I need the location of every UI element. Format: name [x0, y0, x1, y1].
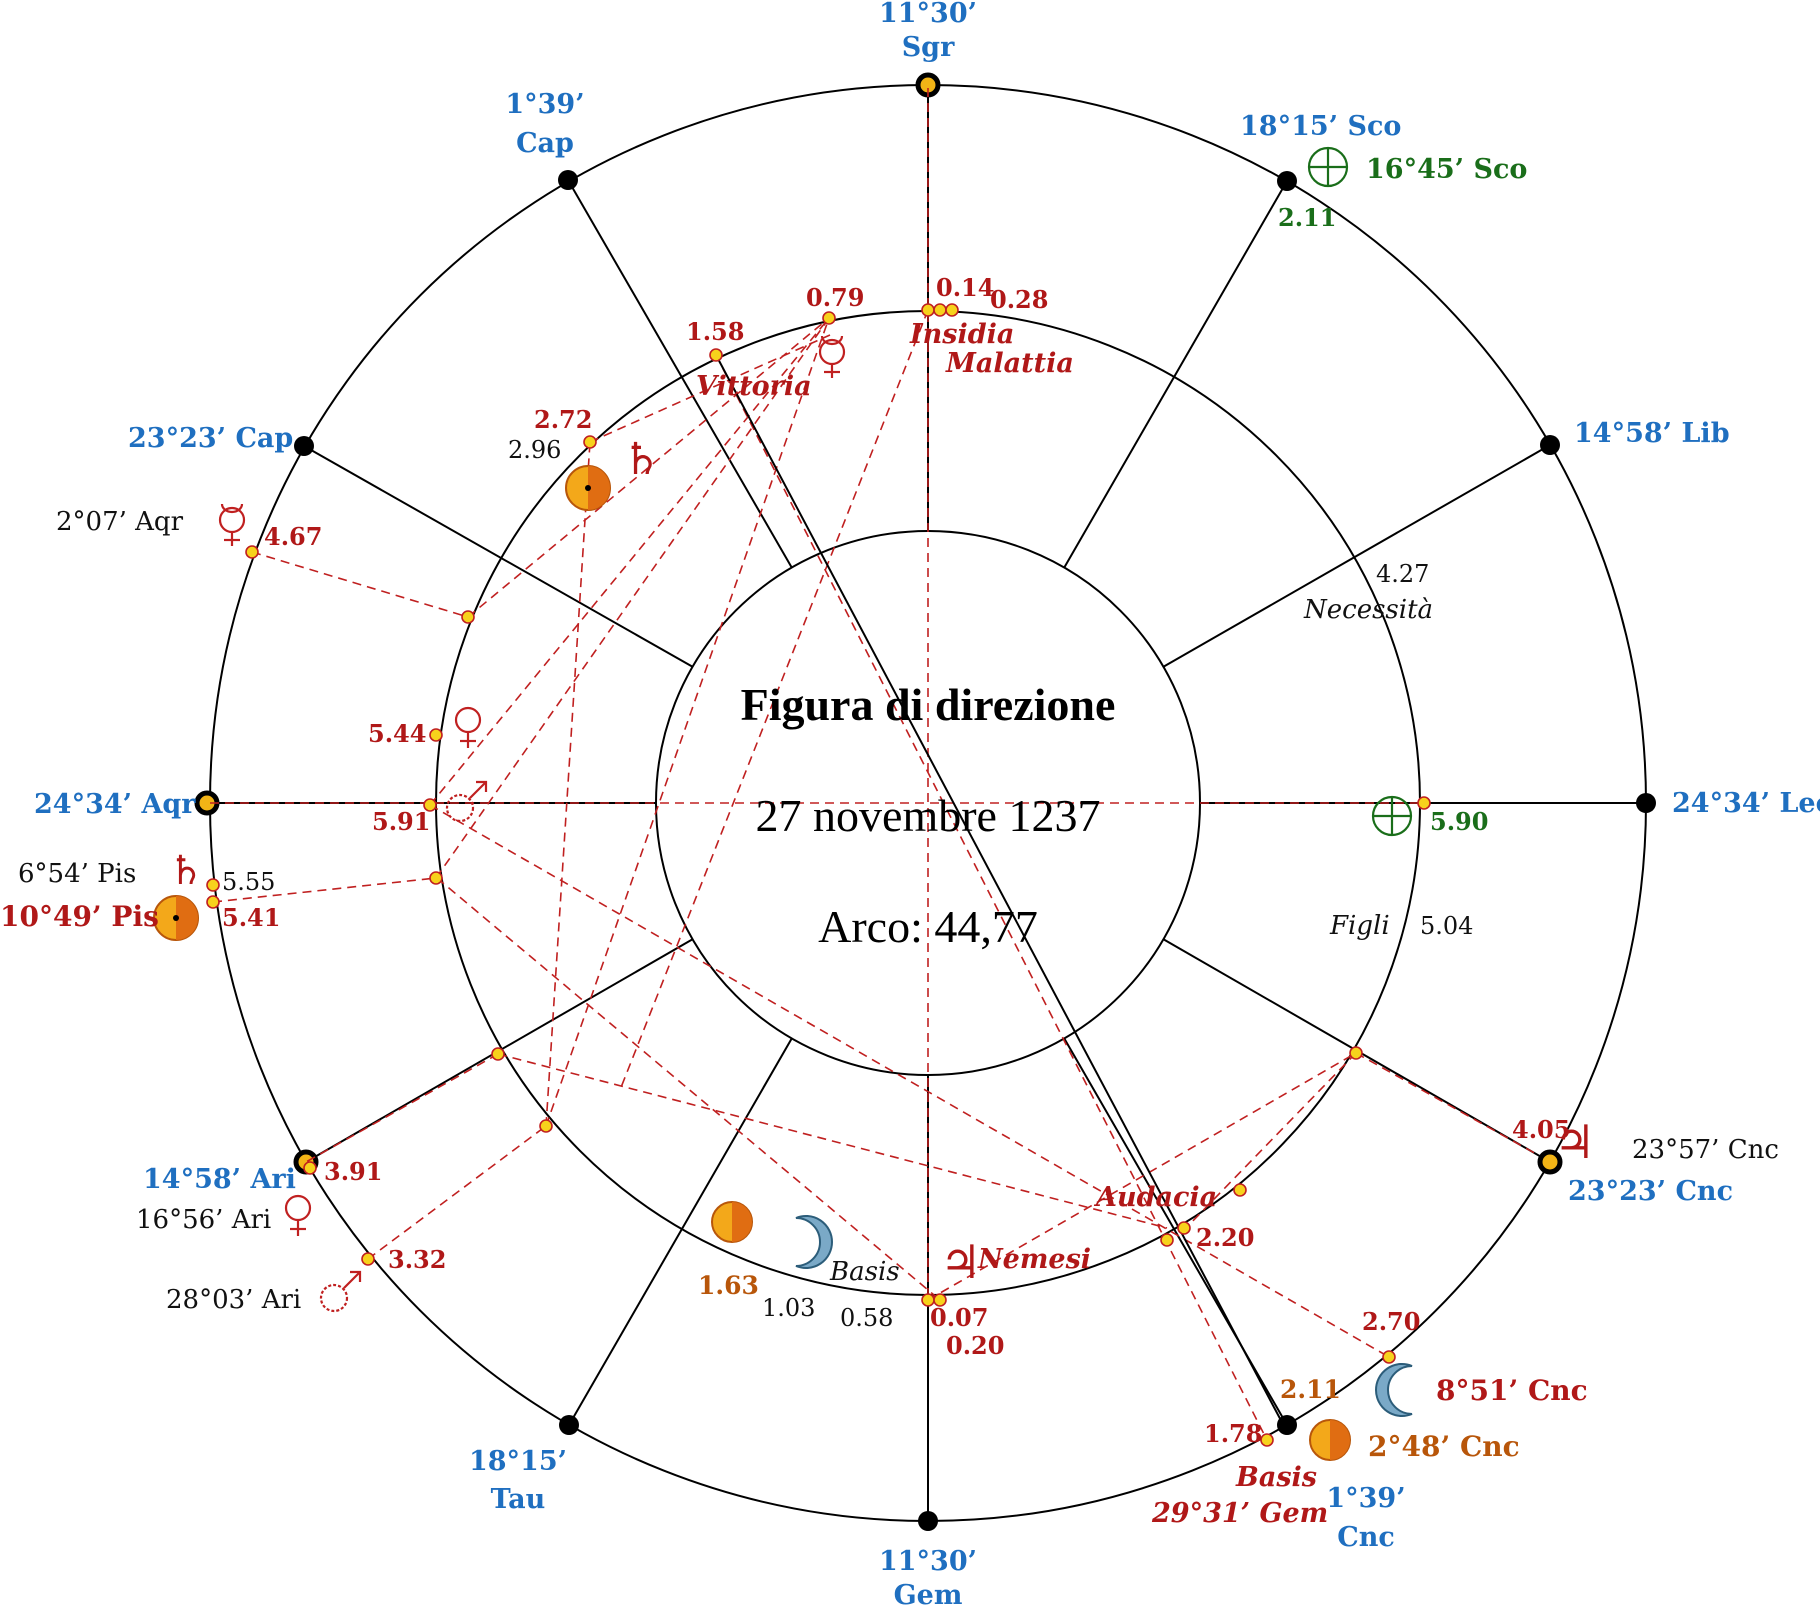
cusp-points [194, 72, 1656, 1531]
label-103: 1.03 [762, 1294, 815, 1322]
pars-fortunae-pos: 16°45’ Sco [1366, 154, 1527, 185]
cusp-asc-label: 24°34’ Leo [1672, 788, 1820, 819]
jupiter-icon: ♃ [1554, 1115, 1595, 1169]
jupiter-value: 4.05 [1512, 1115, 1570, 1144]
cusp-9-sign: Cap [516, 128, 574, 159]
chart-title: Figura di direzione [741, 679, 1116, 730]
node-icon [1309, 1419, 1351, 1461]
label-007: 0.07 [930, 1303, 988, 1332]
label-591: 5.91 [372, 807, 430, 836]
label-544: 5.44 [368, 719, 426, 748]
cusp-3-degree: 1°39’ [1326, 1483, 1405, 1514]
mars-icon [445, 780, 488, 823]
cusp-12-label: 14°58’ Lib [1574, 418, 1730, 449]
label-158: 1.58 [686, 317, 744, 346]
pars-value-top: 2.11 [1278, 203, 1336, 232]
cusp-mc-degree: 11°30’ [879, 0, 977, 29]
chart-arc: Arco: 44,77 [818, 901, 1038, 952]
jupiter-icon-2: ♃ [940, 1235, 981, 1289]
label-malattia: Malattia [945, 348, 1074, 379]
label-insidia: Insidia [909, 319, 1014, 350]
label-504: 5.04 [1420, 912, 1473, 940]
label-079: 0.79 [806, 283, 864, 312]
sun-value: 5.41 [222, 903, 280, 932]
node-icon-2 [711, 1201, 753, 1243]
mercury-icon-2 [818, 335, 846, 378]
label-vittoria: Vittoria [696, 371, 812, 402]
saturn-value: 5.55 [222, 868, 275, 896]
label-163: 1.63 [698, 1271, 759, 1300]
cusp-ic-sign: Gem [894, 1580, 963, 1610]
venus-icon [454, 706, 482, 748]
node-pos: 2°48’ Cnc [1368, 1430, 1520, 1463]
moon-pos: 8°51’ Cnc [1436, 1374, 1588, 1407]
label-basis-inner: Basis [829, 1257, 900, 1287]
mars-pos: 28°03’ Ari [166, 1285, 301, 1315]
label-014: 0.14 [936, 273, 994, 302]
cusp-9-degree: 1°39’ [505, 89, 584, 120]
cusp-5-sign: Tau [491, 1484, 546, 1515]
venus-icon-2 [284, 1194, 312, 1236]
pars-fortunae-icon [1307, 146, 1349, 188]
sun-icon-left [153, 895, 199, 941]
saturn-icon: ♄ [622, 434, 661, 485]
pars-value-right: 5.90 [1430, 807, 1488, 836]
label-028: 0.28 [990, 285, 1048, 314]
label-058: 0.58 [840, 1304, 893, 1332]
sun-pos: 10°49’ Pis [0, 900, 159, 933]
mercury-pos: 2°07’ Aqr [56, 507, 184, 537]
mars-value: 3.32 [388, 1245, 446, 1274]
label-figli: Figli [1329, 911, 1390, 941]
cusp-ic-degree: 11°30’ [879, 1546, 977, 1577]
moon-value: 2.70 [1362, 1307, 1420, 1336]
cusp-8-label: 23°23’ Cap [128, 423, 293, 454]
label-audacia: Audacia [1093, 1182, 1217, 1213]
node-value: 2.11 [1280, 1375, 1341, 1404]
basis-value: 1.78 [1204, 1419, 1262, 1448]
mercury-value: 4.67 [264, 522, 322, 551]
basis-label: Basis [1235, 1462, 1317, 1493]
pars-fortunae-icon-2 [1371, 795, 1413, 837]
basis-pos: 29°31’ Gem [1151, 1498, 1328, 1529]
label-necessita: Necessità [1303, 595, 1433, 625]
sun-icon [565, 465, 611, 511]
saturn-icon-2: ♄ [168, 848, 204, 894]
cusp-mc-sign: Sgr [902, 32, 955, 63]
aspect-points [206, 303, 1431, 1447]
label-nemesi: Nemesi [977, 1244, 1091, 1275]
cusp-dsc-label: 24°34’ Aqr [34, 789, 196, 820]
chart-date: 27 novembre 1237 [756, 790, 1101, 841]
cusp-2-label: 23°23’ Cnc [1568, 1176, 1733, 1207]
label-272: 2.72 [534, 405, 592, 434]
venus-value: 3.91 [324, 1157, 382, 1186]
moon-icon-2 [795, 1215, 833, 1269]
label-020: 0.20 [946, 1331, 1004, 1360]
label-296: 2.96 [508, 436, 561, 464]
label-220: 2.20 [1196, 1223, 1254, 1252]
mercury-icon [218, 503, 246, 546]
cusp-11-label: 18°15’ Sco [1240, 111, 1401, 142]
cusp-3-sign: Cnc [1337, 1522, 1395, 1553]
jupiter-pos: 23°57’ Cnc [1632, 1135, 1779, 1165]
mars-icon-2 [319, 1270, 362, 1313]
cusp-6-label: 14°58’ Ari [143, 1164, 296, 1195]
venus-pos: 16°56’ Ari [136, 1205, 271, 1235]
moon-icon [1375, 1363, 1413, 1417]
saturn-pos: 6°54’ Pis [18, 859, 136, 889]
label-427: 4.27 [1376, 560, 1429, 588]
direction-lines [210, 88, 1539, 1441]
cusp-5-degree: 18°15’ [469, 1446, 567, 1477]
